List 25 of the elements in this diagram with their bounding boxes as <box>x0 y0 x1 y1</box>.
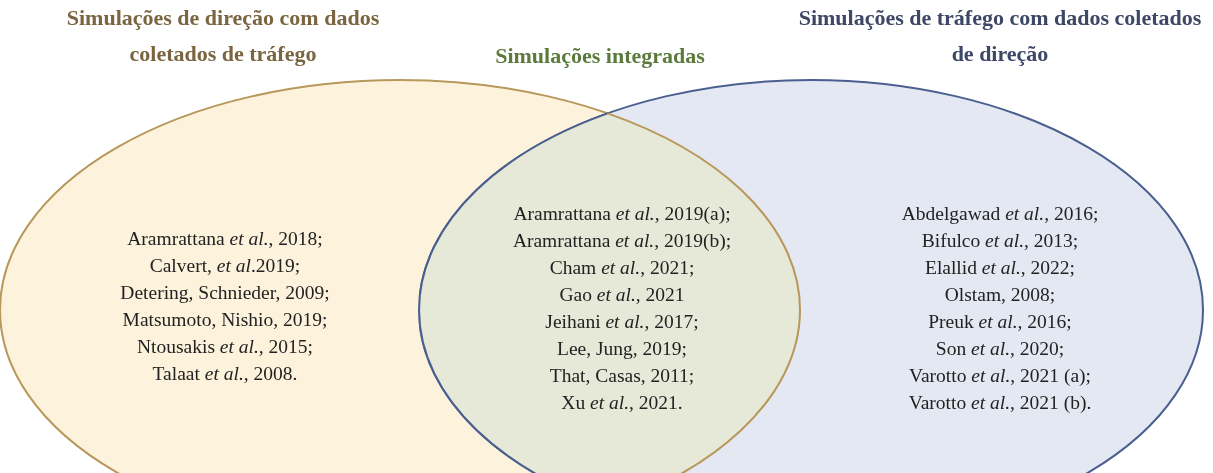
reference-text: Aramrattana et al., 2019(b); <box>512 229 732 253</box>
reference-text: Ntousakis et al., 2015; <box>136 335 313 359</box>
reference-text: That, Casas, 2011; <box>549 364 695 388</box>
reference-text: Jeihani et al., 2017; <box>545 310 699 334</box>
reference-text: Calvert, et al.2019; <box>149 254 301 278</box>
reference-text: Detering, Schnieder, 2009; <box>120 281 330 305</box>
reference-text: Bifulco et al., 2013; <box>921 229 1079 253</box>
reference-text: Cham et al., 2021; <box>549 256 695 280</box>
reference-text: Matsumoto, Nishio, 2019; <box>122 308 328 332</box>
set-heading: Simulações de direção com dados coletados de tráfego <box>65 4 381 68</box>
reference-text: Gao et al., 2021 <box>559 283 685 307</box>
reference-text: Elallid et al., 2022; <box>924 256 1075 280</box>
reference-text: Aramrattana et al., 2019(a); <box>513 202 731 226</box>
reference-text: Son et al., 2020; <box>935 337 1065 361</box>
reference-text: Lee, Jung, 2019; <box>557 337 687 361</box>
reference-text: Aramrattana et al., 2018; <box>127 227 323 251</box>
reference-text: Xu et al., 2021. <box>561 391 683 415</box>
reference-text: Talaat et al., 2008. <box>152 362 298 386</box>
reference-text: Abdelgawad et al., 2016; <box>901 202 1099 226</box>
set-heading: Simulações de tráfego com dados coletados de direção <box>797 4 1203 68</box>
reference-text: Varotto et al., 2021 (b). <box>908 391 1092 415</box>
reference-text: Varotto et al., 2021 (a); <box>909 364 1091 388</box>
reference-text: Preuk et al., 2016; <box>928 310 1072 334</box>
reference-text: Olstam, 2008; <box>944 283 1056 307</box>
set-heading: Simulações integradas <box>494 42 706 70</box>
